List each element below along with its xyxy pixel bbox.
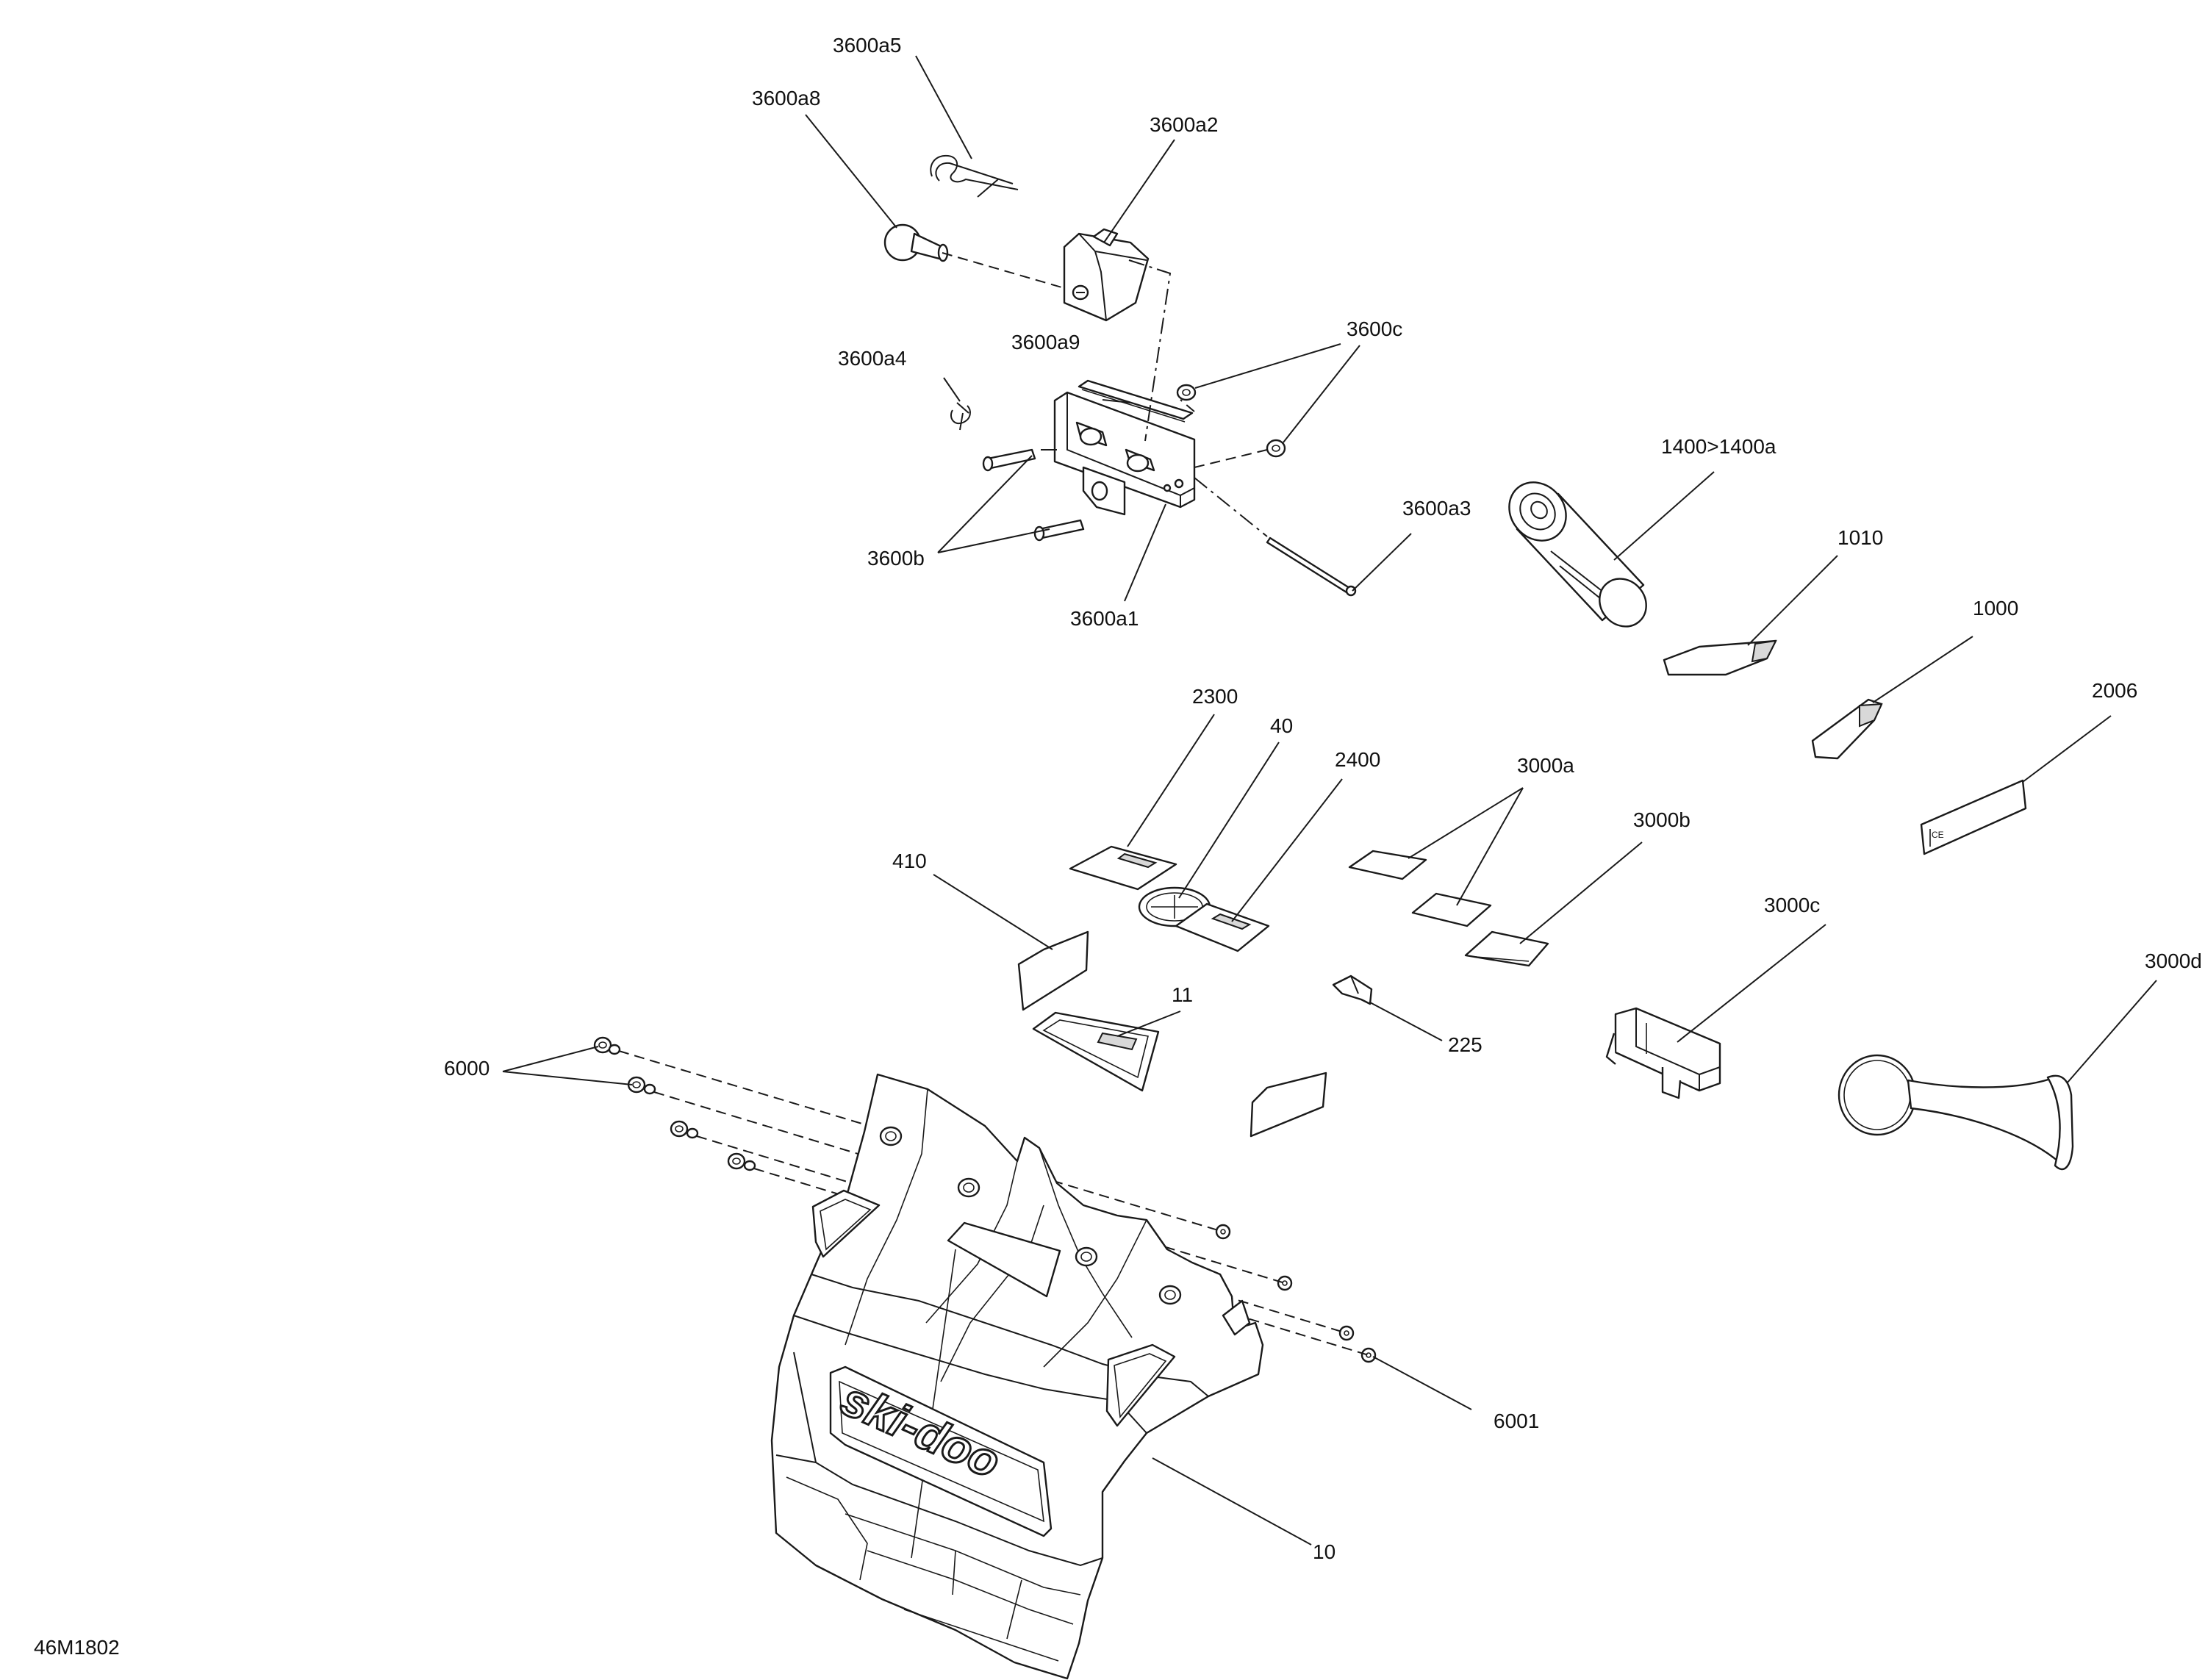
hook-part <box>950 402 971 431</box>
tube-can-part <box>1508 481 1647 628</box>
callout-40: 40 <box>1270 714 1294 737</box>
callout-2400: 2400 <box>1335 748 1381 771</box>
decal-side-part <box>1250 1071 1327 1138</box>
hairpin-clip-part <box>930 154 1019 198</box>
washer-set-6000 <box>593 1036 756 1171</box>
callout-3000a: 3000a <box>1517 754 1574 777</box>
pin-upper-part <box>982 448 1036 472</box>
callout-3600a2: 3600a2 <box>1150 113 1219 136</box>
callout-410: 410 <box>892 850 927 872</box>
callout-6000: 6000 <box>444 1057 490 1080</box>
holder-3000c-part <box>1605 1007 1721 1099</box>
leader-lines <box>502 55 2157 1546</box>
nut-upper-part <box>1176 384 1197 401</box>
knob-pin-part <box>883 223 949 262</box>
callout-225: 225 <box>1448 1033 1482 1056</box>
nut-lower-part <box>1266 439 1286 458</box>
callout-6001: 6001 <box>1494 1410 1540 1432</box>
upper-bracket-part <box>1063 228 1150 322</box>
strip-part <box>1078 379 1194 423</box>
mirror-handle-part <box>1838 1054 2074 1171</box>
decal-1000-part <box>1811 698 1883 760</box>
decal-3000a-lower-part <box>1411 892 1492 927</box>
decal-11-part <box>1032 1011 1160 1092</box>
callout-1000: 1000 <box>1973 597 2019 620</box>
callout-3600a3: 3600a3 <box>1402 497 1471 520</box>
callout-3000d: 3000d <box>2145 950 2202 972</box>
callout-3600a9: 3600a9 <box>1011 331 1080 353</box>
decal-2300-part <box>1069 845 1177 891</box>
callout-1010: 1010 <box>1838 526 1884 549</box>
callout-3600a8: 3600a8 <box>752 87 821 110</box>
callout-2006: 2006 <box>2092 679 2138 702</box>
callout-3000c: 3000c <box>1764 894 1821 916</box>
front-panel-part <box>770 1073 1264 1680</box>
callout-3600c: 3600c <box>1347 317 1403 340</box>
decal-3000a-upper-part <box>1348 850 1427 880</box>
decal-1010-part <box>1663 639 1777 676</box>
callout-11: 11 <box>1172 983 1194 1006</box>
small-clip-part <box>1332 974 1373 1005</box>
decal-3000b-part <box>1464 930 1549 967</box>
nut-set-6001 <box>1215 1224 1377 1363</box>
callout-1400-1400a: 1400>1400a <box>1661 435 1776 458</box>
callout-3600a4: 3600a4 <box>838 347 907 370</box>
rod-part <box>1266 536 1357 597</box>
decal-410-part <box>1017 930 1089 1011</box>
label-2006-part: CE <box>1920 779 2027 855</box>
callout-2300: 2300 <box>1192 685 1238 708</box>
callout-10: 10 <box>1313 1540 1336 1563</box>
main-bracket-part <box>1053 391 1196 516</box>
callout-3600b: 3600b <box>867 547 925 570</box>
decal-2400-part <box>1175 902 1270 952</box>
ce-mark-icon: CE <box>1932 830 1944 840</box>
callout-3600a5: 3600a5 <box>833 34 902 57</box>
callout-3000b: 3000b <box>1633 808 1690 831</box>
document-code: 46M1802 <box>34 1636 120 1659</box>
callout-3600a1: 3600a1 <box>1070 607 1139 630</box>
